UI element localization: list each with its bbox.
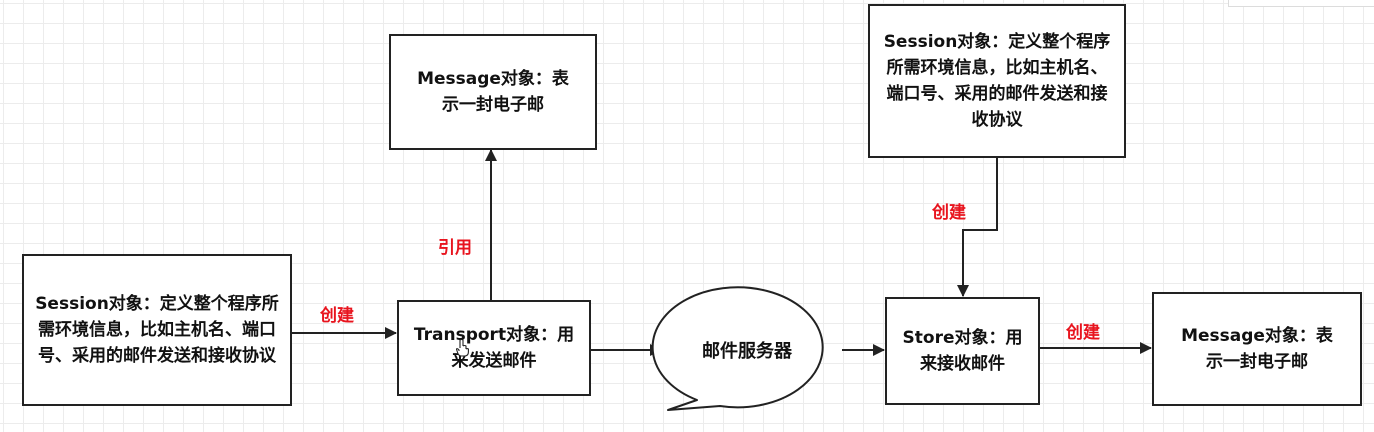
edge-label-session-to-store: 创建	[932, 203, 966, 223]
arrow-session-to-store	[957, 158, 998, 297]
transport-object-node: Transport对象：用来发送邮件	[397, 300, 591, 396]
store-object-text: Store对象：用来接收邮件	[902, 328, 1023, 374]
message-object-top-node: Message对象：表示一封电子邮	[389, 34, 597, 150]
hand-cursor-icon	[456, 339, 469, 357]
mail-server-bubble-shape	[651, 286, 824, 411]
mail-server-node: 邮件服务器	[664, 292, 830, 408]
session-object-right-node: Session对象：定义整个程序所需环境信息，比如主机名、端口号、采用的邮件发送…	[868, 4, 1126, 158]
edge-label-store-to-message: 创建	[1066, 323, 1100, 343]
transport-object-text: Transport对象：用来发送邮件	[413, 325, 575, 371]
message-object-right-node: Message对象：表示一封电子邮	[1152, 292, 1362, 406]
session-object-left-node: Session对象：定义整个程序所需环境信息，比如主机名、端口号、采用的邮件发送…	[22, 254, 292, 406]
message-object-right-text: Message对象：表示一封电子邮	[1181, 326, 1333, 372]
edge-label-transport-to-message: 引用	[438, 238, 472, 258]
session-object-right-text: Session对象：定义整个程序所需环境信息，比如主机名、端口号、采用的邮件发送…	[883, 32, 1111, 130]
mail-server-text: 邮件服务器	[702, 341, 792, 362]
session-object-left-text: Session对象：定义整个程序所需环境信息，比如主机名、端口号、采用的邮件发送…	[35, 294, 279, 366]
store-object-node: Store对象：用来接收邮件	[885, 297, 1040, 405]
message-object-top-text: Message对象：表示一封电子邮	[417, 69, 569, 115]
edge-label-session-to-transport: 创建	[320, 306, 354, 326]
